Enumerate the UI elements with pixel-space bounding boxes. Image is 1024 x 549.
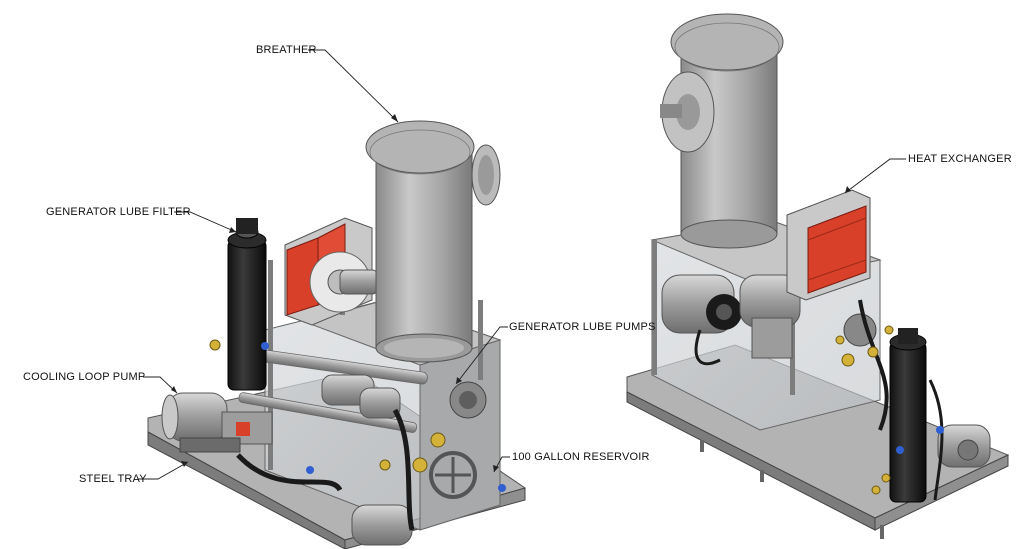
label-generator-lube-pumps: GENERATOR LUBE PUMPS [509,321,656,333]
right-generator-lube-filter [889,328,927,503]
right-skid [626,13,1010,539]
label-breather: BREATHER [256,44,317,56]
label-cooling-loop-pump: COOLING LOOP PUMP [23,371,146,383]
leader-lines [138,49,906,480]
right-heat-exchanger [786,189,871,301]
label-100-gallon-reservoir: 100 GALLON RESERVOIR [512,451,650,463]
left-breather [365,120,501,363]
leader-lube-pumps [455,326,508,385]
left-generator-lube-filter [227,218,267,391]
left-cooling-loop-pump [161,392,273,453]
label-generator-lube-filter: GENERATOR LUBE FILTER [46,206,191,218]
right-breather [660,13,784,249]
leader-steel-tray [138,461,189,480]
leader-heat-exchanger [844,158,906,194]
leader-breather [308,49,399,123]
right-generator-lube-pumps [661,274,877,359]
label-steel-tray: STEEL TRAY [79,473,147,485]
leader-cooling-pump [143,376,178,394]
leader-filter [174,211,237,233]
left-generator-lube-pumps [321,374,487,499]
left-skid [147,120,527,549]
right-cooling-loop-pump [937,424,991,468]
label-heat-exchanger: HEAT EXCHANGER [908,153,1012,165]
